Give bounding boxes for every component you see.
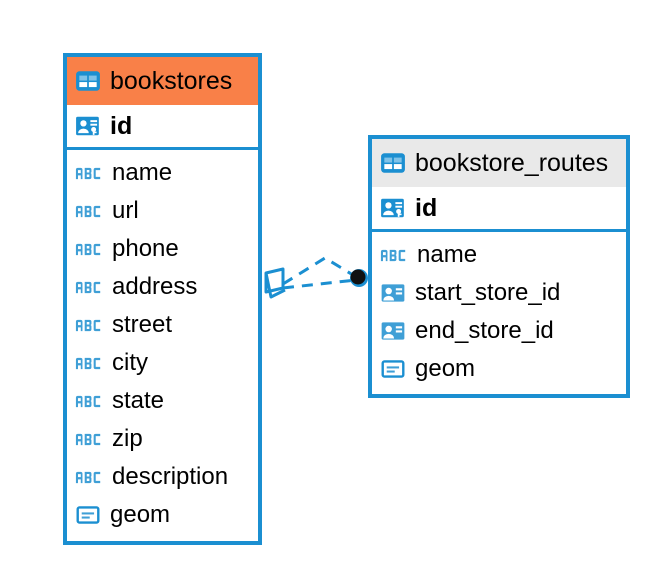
field-row[interactable]: street <box>67 306 258 344</box>
field-label: phone <box>112 235 179 262</box>
abc-text-icon <box>75 433 101 445</box>
abc-text-icon <box>75 167 101 179</box>
field-label: state <box>112 387 165 414</box>
abc-text-icon <box>75 471 101 483</box>
field-label: end_store_id <box>415 317 554 344</box>
relationship-line-upper <box>282 256 359 286</box>
entity-table-bookstore-routes[interactable]: bookstore_routes id <box>368 135 630 398</box>
relationship-line-lower <box>282 278 357 290</box>
abc-text-icon <box>75 205 101 217</box>
filled-circle-endpoint-icon <box>350 269 368 287</box>
field-row[interactable]: state <box>67 382 258 420</box>
field-label: street <box>112 311 173 338</box>
field-label: name <box>417 241 478 268</box>
entity-title: bookstores <box>110 66 233 95</box>
primary-key-row-bookstores[interactable]: id <box>67 105 258 150</box>
field-row[interactable]: end_store_id <box>372 312 626 350</box>
abc-text-icon <box>75 243 101 255</box>
field-label: city <box>112 349 148 376</box>
geometry-icon <box>381 360 405 378</box>
entity-table-bookstores[interactable]: bookstores id name <box>63 53 262 545</box>
entity-header-bookstore-routes[interactable]: bookstore_routes <box>372 139 626 187</box>
entity-title: bookstore_routes <box>415 148 609 177</box>
abc-text-icon <box>75 319 101 331</box>
primary-key-icon <box>76 116 99 136</box>
abc-text-icon <box>75 281 101 293</box>
primary-key-label: id <box>415 193 438 222</box>
field-row[interactable]: url <box>67 192 258 230</box>
geometry-icon <box>76 506 100 524</box>
field-row[interactable]: name <box>372 236 626 274</box>
field-row[interactable]: geom <box>372 350 626 388</box>
field-row[interactable]: start_store_id <box>372 274 626 312</box>
field-label: geom <box>415 355 476 382</box>
foreign-key-icon <box>381 284 405 302</box>
field-label: start_store_id <box>415 279 561 306</box>
abc-text-icon <box>380 249 406 261</box>
field-row[interactable]: phone <box>67 230 258 268</box>
field-label: name <box>112 159 173 186</box>
field-label: address <box>112 273 198 300</box>
cube-endpoint-icon <box>264 267 286 299</box>
field-list-bookstores: name url phone <box>67 150 258 540</box>
field-row[interactable]: city <box>67 344 258 382</box>
entity-header-bookstores[interactable]: bookstores <box>67 57 258 105</box>
table-grid-icon <box>76 71 100 91</box>
foreign-key-icon <box>381 322 405 340</box>
table-grid-icon <box>381 153 405 173</box>
field-label: geom <box>110 501 171 528</box>
field-list-bookstore-routes: name start_store_id <box>372 232 626 394</box>
abc-text-icon <box>75 395 101 407</box>
field-label: zip <box>112 425 143 452</box>
field-row[interactable]: geom <box>67 496 258 534</box>
field-label: description <box>112 463 229 490</box>
field-row[interactable]: zip <box>67 420 258 458</box>
field-row[interactable]: description <box>67 458 258 496</box>
primary-key-icon <box>381 198 404 218</box>
field-row[interactable]: address <box>67 268 258 306</box>
field-label: url <box>112 197 139 224</box>
field-row[interactable]: name <box>67 154 258 192</box>
primary-key-row-bookstore-routes[interactable]: id <box>372 187 626 232</box>
abc-text-icon <box>75 357 101 369</box>
primary-key-label: id <box>110 111 133 140</box>
